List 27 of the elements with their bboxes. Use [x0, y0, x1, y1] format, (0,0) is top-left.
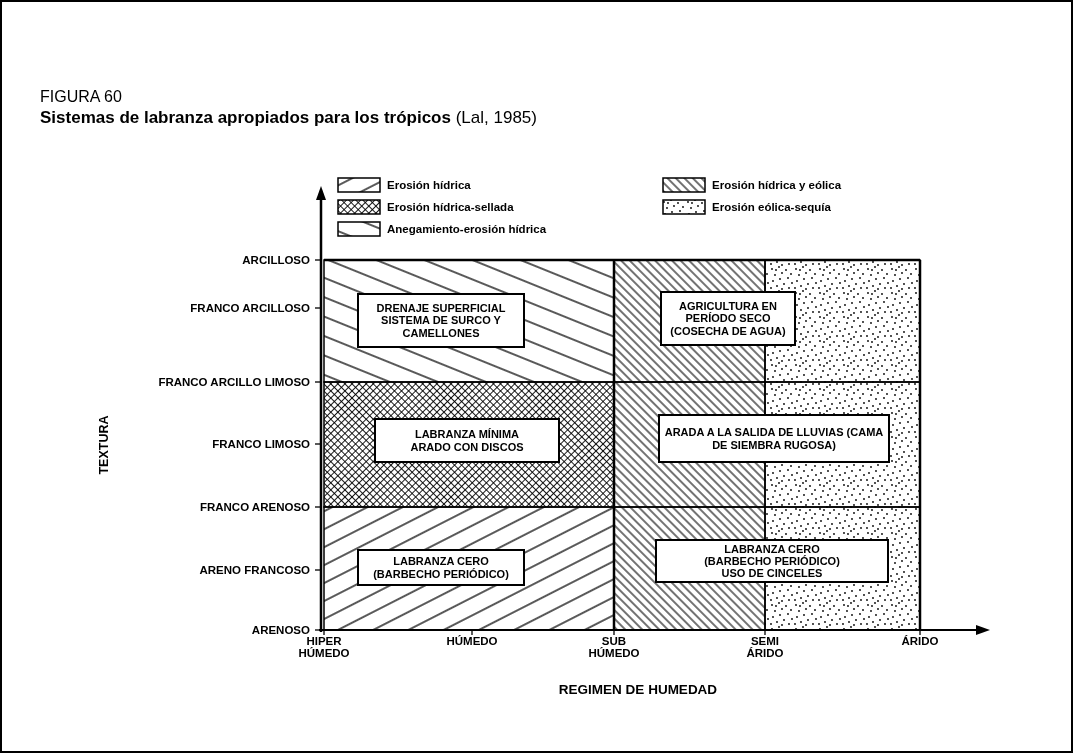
practice-box: LABRANZA MÍNIMA ARADO CON DISCOS	[374, 418, 560, 463]
practice-box: ARADA A LA SALIDA DE LLUVIAS (CAMA DE SIEMBRA RUGOSA)	[658, 414, 890, 463]
practice-box: AGRICULTURA EN PERÍODO SECO (COSECHA DE AGUA)	[660, 291, 796, 346]
axis-tick-label: SEMI ÁRIDO	[745, 635, 785, 660]
axis-tick-label: FRANCO LIMOSO	[212, 438, 310, 450]
legend-label: Erosión hídrica-sellada	[387, 201, 514, 213]
axis-tick-label: ÁRIDO	[900, 635, 940, 648]
axis-tick-label: ARCILLOSO	[242, 254, 310, 266]
axis-title: REGIMEN DE HUMEDAD	[558, 682, 718, 697]
figure-number: FIGURA 60	[40, 88, 122, 106]
legend-label: Anegamiento-erosión hídrica	[387, 223, 547, 235]
legend-label: Erosión eólica-sequía	[712, 201, 831, 213]
figure-title: Sistemas de labranza apropiados para los trópicos (Lal, 1985)	[40, 108, 537, 128]
legend-label: Erosión hídrica y eólica	[712, 179, 842, 191]
legend-label: Erosión hídrica	[387, 179, 471, 191]
axis-tick-label: FRANCO ARCILLOSO	[190, 302, 310, 314]
axis-tick-label: ARENOSO	[251, 624, 310, 636]
practice-box: DRENAJE SUPERFICIAL SISTEMA DE SURCO Y CAMELLONES	[357, 293, 525, 348]
axis-tick-label: HÚMEDO	[445, 635, 499, 648]
axis-tick-label: FRANCO ARENOSO	[199, 501, 310, 513]
practice-box: LABRANZA CERO (BARBECHO PERIÓDICO) USO DE CINCELES	[655, 539, 889, 583]
axis-tick-label: FRANCO ARCILLO LIMOSO	[158, 376, 310, 388]
axis-tick-label: SUB HÚMEDO	[587, 635, 641, 660]
axis-title: TEXTURA	[96, 415, 111, 475]
axis-tick-label: HIPER HÚMEDO	[297, 635, 351, 660]
axis-tick-label: ARENO FRANCOSO	[199, 564, 310, 576]
practice-box: LABRANZA CERO (BARBECHO PERIÓDICO)	[357, 549, 525, 586]
